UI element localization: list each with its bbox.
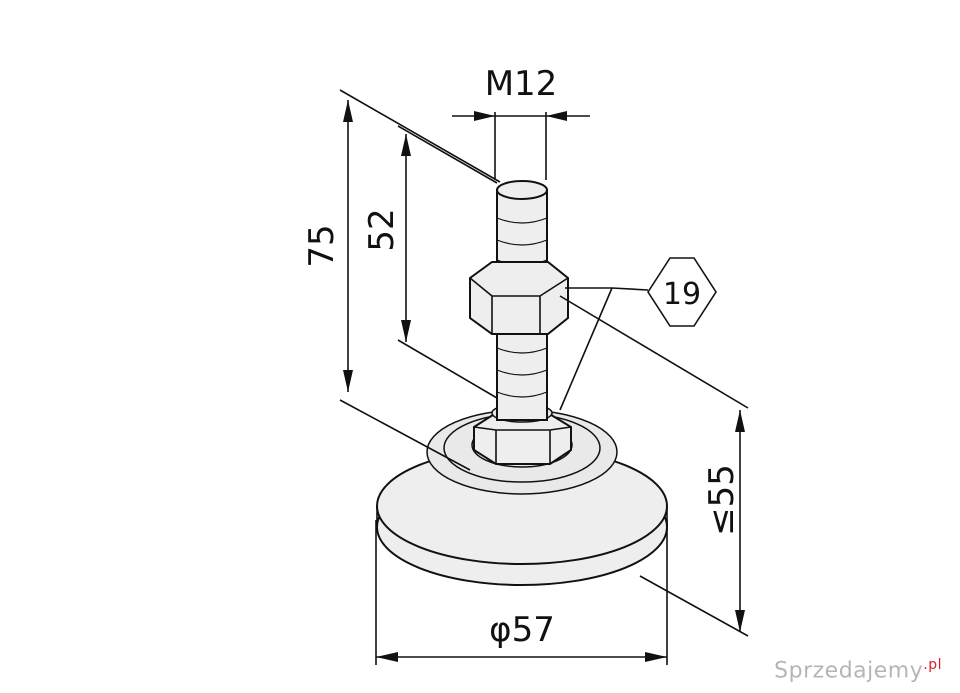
label-thread-length-52: 52 [362, 208, 402, 251]
label-total-height-75: 75 [302, 224, 342, 267]
dimension-m12 [452, 111, 590, 180]
dimension-19-callout [559, 257, 717, 411]
watermark-suffix: .pl [923, 656, 942, 673]
dimension-le55 [559, 295, 749, 637]
label-adjust-height-55: ≤55 [702, 464, 742, 536]
label-base-diameter-57: φ57 [489, 610, 555, 650]
watermark-text: Sprzedajemy [774, 658, 924, 683]
label-thread-m12: M12 [485, 64, 558, 104]
watermark: Sprzedajemy.pl [774, 657, 942, 683]
upper-nut [469, 261, 569, 335]
dimension-52 [397, 125, 498, 399]
dimension-diameter-57 [375, 520, 668, 665]
dimension-75 [339, 89, 501, 471]
label-wrench-size-19: 19 [663, 277, 701, 312]
